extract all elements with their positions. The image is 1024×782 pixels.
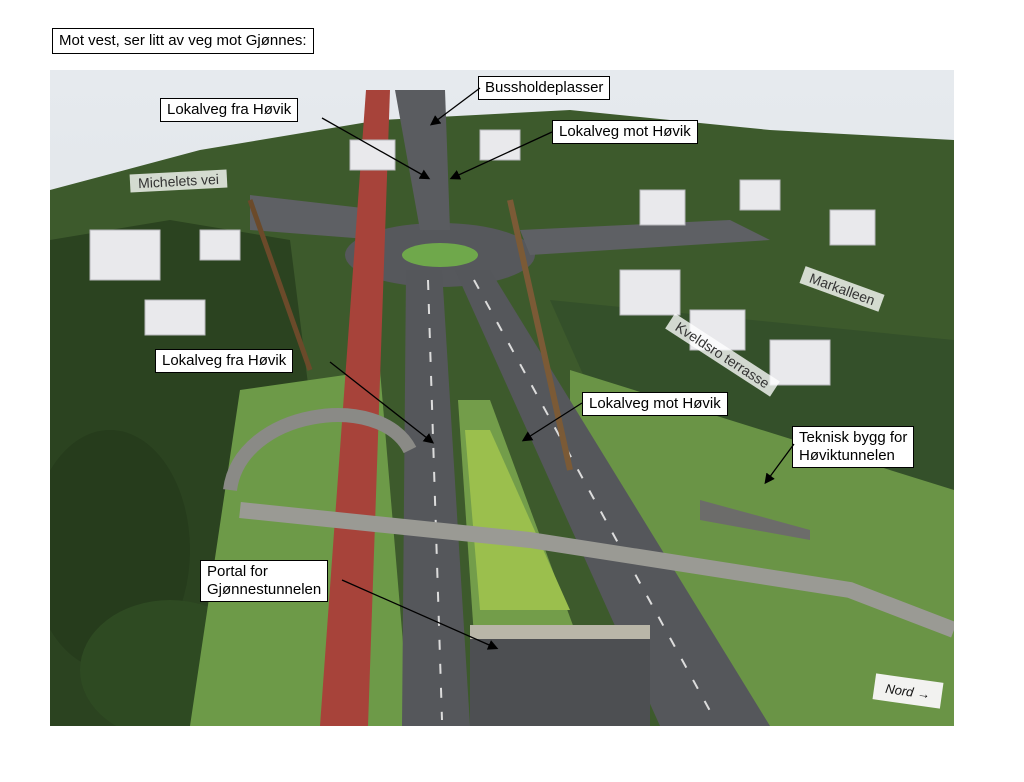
callout-lokalveg-fra-hovik-mid-text: Lokalveg fra Høvik [162,352,287,369]
compass-arrow-icon: → [916,684,932,702]
callout-lokalveg-fra-hovik-top: Lokalveg fra Høvik [160,98,299,122]
road-visualization [50,70,954,726]
callout-lokalveg-mot-hovik-mid: Lokalveg mot Høvik [582,392,728,416]
callout-teknisk-bygg-line1: Teknisk bygg for [799,429,908,446]
callout-lokalveg-mot-hovik-mid-text: Lokalveg mot Høvik [589,395,721,412]
compass-text: Nord [884,680,915,700]
callout-teknisk-bygg-line2: Høviktunnelen [799,447,895,464]
callout-portal: Portal for Gjønnestunnelen [200,560,329,602]
callout-lokalveg-fra-hovik-top-text: Lokalveg fra Høvik [167,101,292,118]
callout-portal-line1: Portal for [207,563,268,580]
callout-teknisk-bygg: Teknisk bygg for Høviktunnelen [792,426,915,468]
callout-lokalveg-mot-hovik-top: Lokalveg mot Høvik [552,120,698,144]
scene-illustration [50,70,954,726]
callout-lokalveg-mot-hovik-top-text: Lokalveg mot Høvik [559,123,691,140]
callout-portal-line2: Gjønnestunnelen [207,581,322,598]
figure-caption: Mot vest, ser litt av veg mot Gjønnes: [52,28,314,54]
callout-bussholdeplasser: Bussholdeplasser [478,76,611,100]
callout-lokalveg-fra-hovik-mid: Lokalveg fra Høvik [155,349,294,373]
callout-bussholdeplasser-text: Bussholdeplasser [485,79,604,96]
